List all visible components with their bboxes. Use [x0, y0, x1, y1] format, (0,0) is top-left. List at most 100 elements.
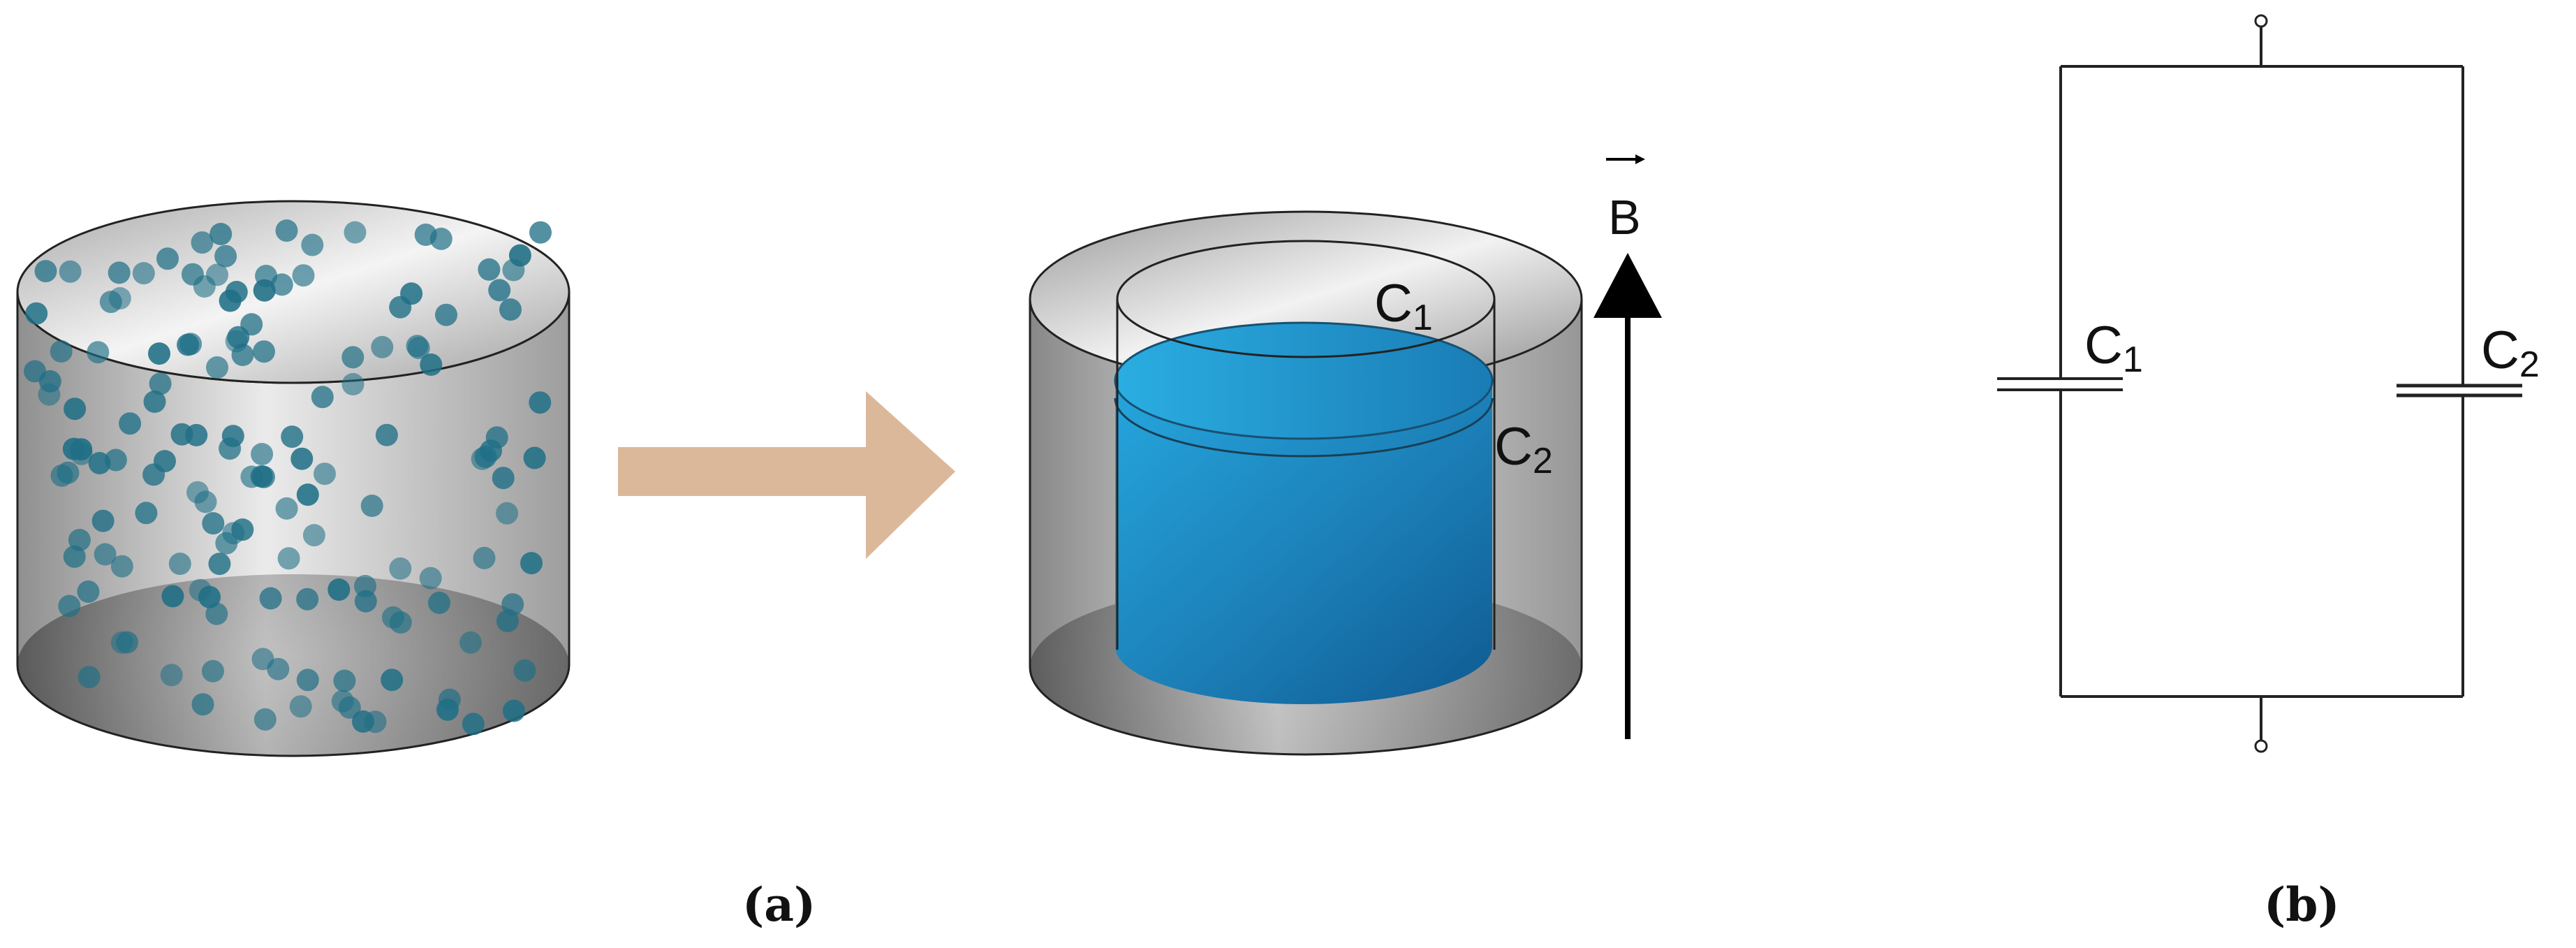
- left-cylinder: [16, 200, 571, 757]
- particle: [202, 512, 225, 535]
- particle: [302, 524, 325, 547]
- particle: [499, 298, 522, 321]
- particle: [215, 532, 238, 555]
- particle: [360, 495, 383, 517]
- particle: [38, 383, 61, 406]
- particle: [132, 262, 155, 285]
- circuit: C1 C2: [1997, 14, 2540, 753]
- particle: [341, 346, 365, 369]
- particle: [185, 423, 208, 446]
- particle: [110, 555, 133, 578]
- particle: [341, 373, 365, 395]
- particle: [311, 386, 334, 409]
- cap2-label: C2: [2481, 321, 2540, 385]
- left-cylinder-top: [16, 200, 571, 384]
- particle: [364, 710, 387, 734]
- particle: [64, 398, 87, 421]
- particle: [327, 578, 351, 601]
- magnetic-field-arrow: B: [1594, 154, 1662, 739]
- particle: [296, 588, 319, 611]
- particle: [400, 282, 423, 305]
- particle: [529, 221, 552, 244]
- right-cylinder: C1 C2: [1029, 210, 1583, 756]
- particle: [156, 247, 179, 270]
- particle: [143, 391, 166, 413]
- particle: [219, 289, 242, 312]
- liquid-ring: [1114, 398, 1494, 458]
- vector-bar-tip: [1635, 154, 1645, 164]
- particle: [471, 447, 494, 470]
- particle: [87, 341, 110, 364]
- particle: [154, 450, 176, 473]
- panel-b-label: (b): [2264, 877, 2340, 932]
- particle: [381, 669, 404, 692]
- particle: [375, 423, 398, 446]
- particle: [168, 553, 191, 575]
- particle: [478, 258, 501, 281]
- top-terminal: [2254, 14, 2268, 28]
- particle: [333, 669, 356, 692]
- field-arrow-head: [1594, 253, 1662, 318]
- cap1-label: C1: [2084, 316, 2143, 380]
- particle: [149, 372, 172, 395]
- particle: [436, 698, 459, 721]
- particle: [277, 547, 300, 570]
- particle: [50, 340, 73, 363]
- particle: [221, 425, 244, 448]
- particle: [99, 291, 122, 314]
- particle: [255, 265, 278, 287]
- particle: [371, 335, 394, 358]
- particle: [253, 708, 277, 731]
- particle: [116, 631, 138, 654]
- particle: [492, 467, 515, 490]
- particle: [406, 335, 429, 358]
- particle: [502, 699, 525, 722]
- particle: [25, 302, 48, 325]
- particle: [160, 664, 183, 687]
- particle: [296, 669, 319, 692]
- particle: [281, 425, 304, 449]
- particle: [208, 553, 231, 576]
- particle: [459, 631, 482, 654]
- particle: [331, 690, 354, 713]
- particle: [94, 543, 117, 566]
- particle: [59, 260, 82, 283]
- particle: [502, 258, 525, 282]
- particle: [191, 693, 214, 716]
- particle: [275, 219, 298, 242]
- particle: [91, 509, 115, 532]
- bottom-terminal: [2254, 739, 2268, 753]
- particle: [68, 529, 91, 551]
- field-label: B: [1608, 190, 1641, 245]
- inner-cylinder-label: C1: [1374, 274, 1433, 338]
- particle: [62, 437, 85, 460]
- particle: [292, 264, 315, 287]
- particle: [201, 659, 224, 683]
- particle: [251, 648, 274, 671]
- particles-group: [24, 219, 552, 736]
- outer-cylinder-label: C2: [1494, 417, 1553, 481]
- particle: [485, 426, 508, 449]
- particle: [253, 340, 275, 363]
- particle: [148, 342, 170, 365]
- particle: [529, 391, 552, 414]
- particle: [206, 356, 228, 379]
- particle: [523, 446, 546, 469]
- particle: [214, 245, 237, 268]
- particle: [290, 447, 314, 470]
- particle: [24, 360, 46, 383]
- panel-a-label: (a): [742, 877, 816, 932]
- particle: [344, 221, 367, 244]
- particle: [34, 260, 57, 283]
- particle: [179, 333, 203, 356]
- particle: [252, 465, 275, 488]
- particle: [58, 595, 81, 618]
- particle: [389, 557, 412, 580]
- particle: [435, 303, 457, 326]
- particle: [191, 231, 214, 254]
- liquid-surface: [1114, 321, 1494, 440]
- particle: [57, 461, 80, 484]
- transition-arrow: [618, 391, 955, 559]
- particle: [419, 567, 442, 590]
- particle: [473, 546, 496, 569]
